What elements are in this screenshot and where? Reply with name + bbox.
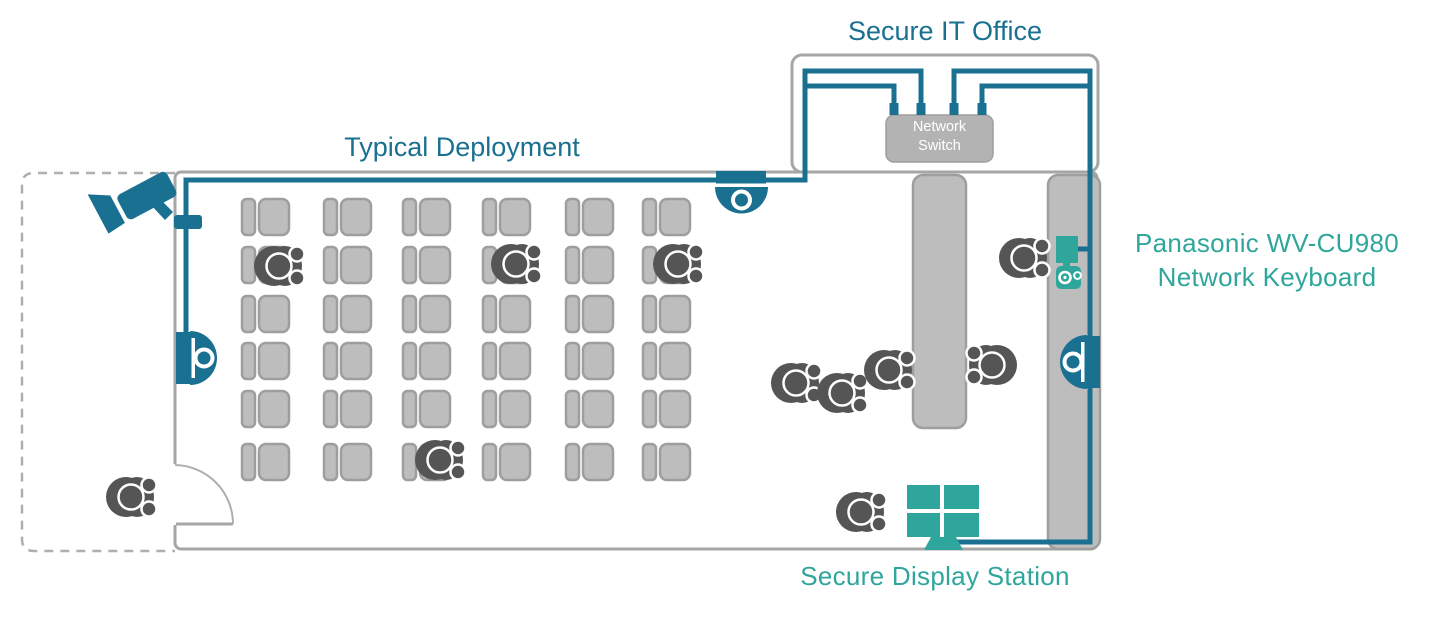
seat-desk-unit	[564, 294, 615, 334]
seat-desk-unit	[481, 442, 532, 482]
seat-desk-unit	[322, 294, 373, 334]
secure-it-office-label: Secure IT Office	[847, 16, 1043, 46]
person-icon	[997, 236, 1051, 280]
secure-display-station-label: Secure Display Station	[800, 561, 1070, 591]
person-icon	[965, 343, 1019, 387]
seat-desk-unit	[481, 389, 532, 429]
seat-desk-unit	[240, 389, 291, 429]
person-icon	[651, 242, 705, 286]
door-icon	[168, 464, 234, 526]
person-icon	[104, 475, 158, 519]
seat-desk-unit	[564, 389, 615, 429]
seat-desk-unit	[401, 389, 452, 429]
network-cabling	[183, 68, 1093, 545]
center-desk	[911, 173, 968, 430]
wall-camera-left-icon	[176, 331, 217, 385]
seat-desk-unit	[322, 245, 373, 285]
seat-desk-unit	[401, 341, 452, 381]
seat-desk-unit	[401, 197, 452, 237]
seat-desk-unit	[481, 341, 532, 381]
seat-desk-unit	[564, 197, 615, 237]
seat-desk-unit	[481, 197, 532, 237]
network-switch-box	[885, 114, 994, 163]
person-icon	[252, 244, 306, 288]
person-icon	[489, 242, 543, 286]
seat-desk-unit	[564, 341, 615, 381]
seat-desk-unit	[564, 245, 615, 285]
dome-camera-icon	[715, 171, 768, 214]
seat-desk-unit	[401, 294, 452, 334]
wall-camera-right-icon	[1060, 335, 1100, 389]
display-station-icon	[907, 485, 979, 550]
person-icon	[862, 348, 916, 392]
seat-desk-unit	[641, 389, 692, 429]
typical-deployment-title: Typical Deployment	[344, 132, 580, 162]
person-icon	[834, 490, 888, 534]
person-icon	[815, 371, 869, 415]
switch-port-plug	[949, 103, 959, 115]
seat-desk-unit	[564, 442, 615, 482]
switch-port-plug	[916, 103, 926, 115]
network-switch-label: Network Switch	[912, 119, 967, 154]
seat-desk-unit	[641, 341, 692, 381]
seat-desk-unit	[240, 294, 291, 334]
seat-desk-unit	[322, 389, 373, 429]
person-icon	[413, 438, 467, 482]
seat-desk-unit	[322, 197, 373, 237]
switch-port-plug	[977, 103, 987, 115]
seat-desk-unit	[240, 442, 291, 482]
seat-desk-unit	[641, 294, 692, 334]
outdoor-area-boundary	[20, 171, 175, 553]
seat-desk-unit	[322, 442, 373, 482]
person-icon	[769, 361, 823, 405]
seat-desk-unit	[481, 294, 532, 334]
seat-desk-unit	[322, 341, 373, 381]
switch-port-plug	[889, 103, 899, 115]
seat-desk-unit	[641, 197, 692, 237]
seat-desk-unit	[641, 442, 692, 482]
seat-desk-unit	[240, 341, 291, 381]
seat-desk-unit	[240, 197, 291, 237]
seat-desk-unit	[401, 245, 452, 285]
bullet-camera-icon	[83, 171, 202, 238]
network-keyboard-icon	[1056, 236, 1082, 289]
panasonic-keyboard-label: Panasonic WV-CU980 Network Keyboard	[1134, 228, 1400, 292]
